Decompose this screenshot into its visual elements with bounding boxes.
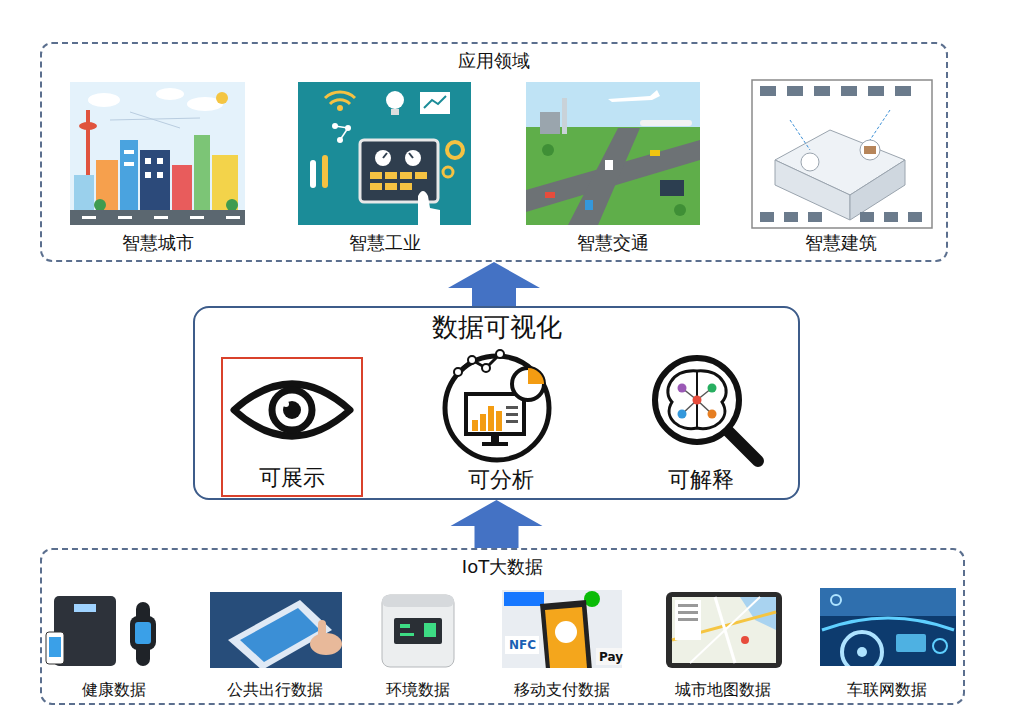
source-caption: 车联网数据	[847, 680, 927, 700]
eye-icon	[234, 384, 350, 436]
panel-title: 数据可视化	[432, 311, 562, 344]
feature-item: 可分析	[430, 357, 572, 497]
picture-caption: 智慧建筑	[805, 232, 877, 255]
data-source-item: 城市地图数据	[660, 588, 786, 702]
city-map-picture	[666, 592, 782, 668]
flow-arrow	[451, 500, 543, 548]
dashed-region-box: IoT大数据健康数据 公共出行数据 环境数据 移动支付数据 城市地图数据 车联网数据	[40, 548, 965, 705]
source-caption: 健康数据	[82, 680, 146, 700]
panel-box: 数据可视化可展示 可分析 可解释	[193, 306, 800, 500]
picture-item: 智慧建筑	[750, 80, 932, 254]
environment-sensor-picture	[382, 595, 454, 667]
payment-logo-text: NFC	[507, 638, 538, 652]
region-title: 应用领域	[458, 50, 530, 73]
picture-caption: 智慧交通	[577, 232, 649, 255]
flow-arrow	[448, 262, 540, 306]
smart-traffic-picture	[526, 82, 700, 225]
data-source-item: 车联网数据	[816, 588, 958, 702]
feature-label: 可解释	[668, 466, 734, 494]
highlight-box: 可展示	[221, 357, 363, 497]
source-caption: 城市地图数据	[675, 680, 771, 700]
source-caption: 公共出行数据	[227, 680, 323, 700]
analysis-icon	[445, 350, 549, 460]
data-source-item: 健康数据	[46, 588, 182, 702]
feature-label: 可分析	[468, 466, 534, 494]
data-source-item: 环境数据	[368, 588, 468, 702]
dashed-region-box: 应用领域智慧城市 智慧工业 智慧交通 智慧建筑	[40, 42, 948, 262]
region-title: IoT大数据	[462, 556, 543, 579]
data-source-item: 公共出行数据	[206, 588, 344, 702]
picture-caption: 智慧工业	[349, 232, 421, 255]
picture-item: 智慧城市	[68, 80, 248, 254]
connected-car-picture	[820, 588, 956, 666]
feature-item: 可解释	[630, 357, 772, 497]
brain-magnifier-icon	[655, 358, 758, 461]
picture-item: 智慧工业	[296, 80, 474, 254]
health-device-picture	[46, 596, 156, 666]
smart-city-picture	[70, 82, 245, 225]
feature-label: 可展示	[259, 464, 325, 492]
source-caption: 移动支付数据	[514, 680, 610, 700]
picture-caption: 智慧城市	[122, 232, 194, 255]
smart-industry-picture	[298, 82, 471, 225]
public-travel-picture	[210, 592, 342, 668]
smart-building-picture	[752, 80, 932, 228]
source-caption: 环境数据	[386, 680, 450, 700]
payment-logo-text: Pay	[597, 650, 625, 664]
picture-item: 智慧交通	[524, 80, 702, 254]
